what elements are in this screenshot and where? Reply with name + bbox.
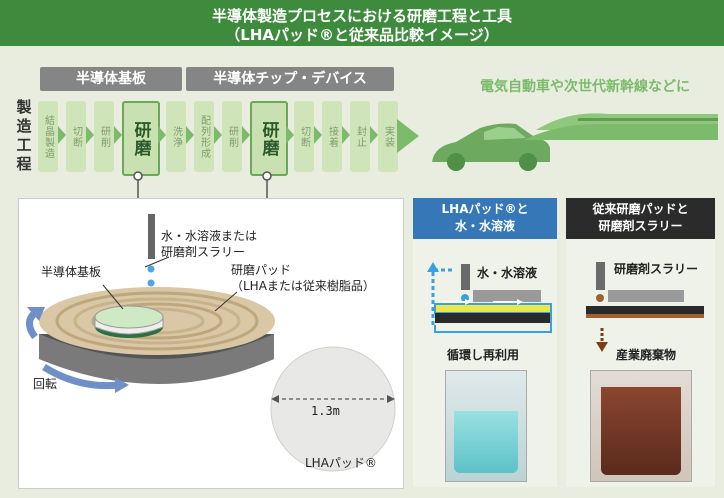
connector-lines [133, 171, 272, 200]
arrow-icon [286, 126, 294, 144]
substrate-label: 半導体基板 [41, 265, 102, 279]
polishing-diagram-panel: 水・水溶液または 研磨剤スラリー 半導体基板 研磨パッド （LHAまたは従来樹脂… [18, 198, 404, 489]
title-line-2: （LHAパッド®と従来品比較イメージ） [225, 26, 499, 44]
lha-panel: LHAパッド®と 水・水溶液 水・水溶液 循環し再利用 [413, 198, 557, 487]
process-label: 製 造 工 程 [14, 98, 34, 174]
arrow-icon [158, 126, 166, 144]
step-pattern: 配列形成 [194, 101, 214, 172]
nozzle-icon [596, 262, 605, 290]
process-label-char: 程 [16, 155, 32, 173]
lha-water-label: 水・水溶液 [477, 266, 538, 280]
waste-beaker-image [590, 370, 692, 482]
step-polish-2: 研磨 [250, 101, 288, 176]
conventional-panel: 従来研磨パッドと 研磨剤スラリー 研磨剤スラリー 産業廃棄物 [566, 198, 715, 487]
train-icon [524, 113, 718, 140]
big-arrow-icon [397, 119, 419, 153]
water-label-2: 研磨剤スラリー [161, 245, 246, 259]
step-crystal: 結晶製造 [38, 101, 58, 172]
step-grind-2: 研削 [222, 101, 242, 172]
slurry-label: 研磨剤スラリー [614, 262, 699, 276]
water-beaker-image [445, 370, 527, 482]
arrow-icon [186, 126, 194, 144]
lha-panel-title: LHAパッド®と 水・水溶液 [413, 198, 557, 239]
step-cut-2: 切断 [294, 101, 314, 172]
conv-title-1: 従来研磨パッドと [592, 202, 689, 216]
lha-pad-label: LHAパッド® [305, 456, 377, 470]
size-label: 1.3m [311, 404, 340, 418]
process-label-char: 工 [16, 136, 32, 154]
polisher-illustration [26, 214, 396, 472]
waste-label: 産業廃棄物 [616, 348, 677, 362]
vehicles-text: 電気自動車や次世代新幹線などに [480, 79, 690, 95]
lha-title-1: LHAパッド®と [441, 202, 529, 216]
vehicles-illustration [432, 113, 718, 171]
conv-title-2: 研磨剤スラリー [598, 219, 683, 233]
nozzle-icon [461, 264, 470, 290]
arrow-icon [214, 126, 222, 144]
step-polish-1: 研磨 [122, 101, 160, 176]
lha-title-2: 水・水溶液 [454, 219, 515, 233]
pad-label-1: 研磨パッド [231, 263, 292, 277]
title-line-1: 半導体製造プロセスにおける研磨工程と工具 [211, 7, 512, 25]
step-clean: 洗浄 [166, 101, 186, 172]
arrow-icon [58, 126, 66, 144]
arrow-icon [86, 126, 94, 144]
stage-substrate: 半導体基板 [40, 67, 182, 91]
step-bond: 接着 [322, 101, 342, 172]
arrow-icon [370, 126, 378, 144]
arrow-icon [242, 126, 250, 144]
arrow-icon [314, 126, 322, 144]
conv-panel-title: 従来研磨パッドと 研磨剤スラリー [566, 198, 715, 239]
step-seal: 封止 [350, 101, 370, 172]
car-icon [432, 123, 550, 171]
water-label-1: 水・水溶液または [161, 229, 258, 243]
step-mount: 実装 [378, 101, 398, 172]
arrow-icon [342, 126, 350, 144]
recycle-label: 循環し再利用 [447, 348, 520, 362]
arrow-icon [114, 126, 122, 144]
pad-label-2: （LHAまたは従来樹脂品） [231, 279, 375, 293]
step-cut: 切断 [66, 101, 86, 172]
rotation-label: 回転 [33, 377, 58, 391]
lha-circulation-diagram [427, 262, 552, 333]
nozzle-icon [148, 214, 155, 259]
step-grind: 研削 [94, 101, 114, 172]
slurry-diagram [586, 262, 704, 352]
process-label-char: 製 [16, 98, 32, 116]
stage-chip: 半導体チップ・デバイス [186, 67, 394, 91]
process-label-char: 造 [16, 117, 32, 135]
page-header: 半導体製造プロセスにおける研磨工程と工具 （LHAパッド®と従来品比較イメージ） [0, 0, 724, 46]
